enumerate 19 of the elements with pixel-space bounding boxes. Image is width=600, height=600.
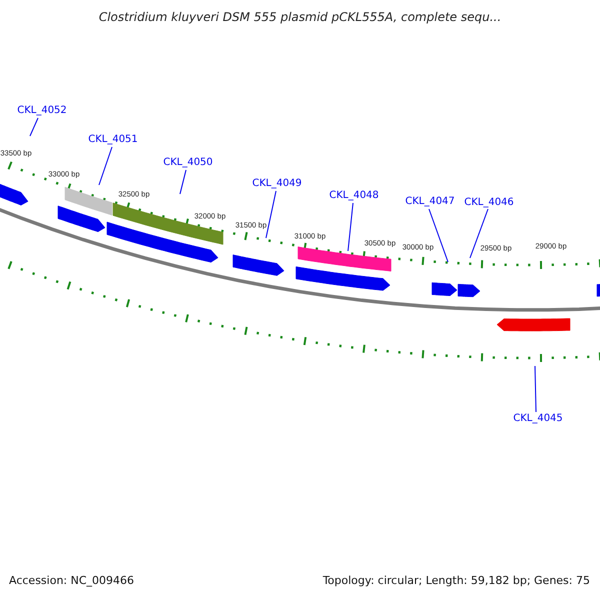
accession-text: Accession: NC_009466 [9, 575, 134, 586]
gene-label: CKL_4049 [252, 179, 302, 189]
leader-line [30, 118, 38, 136]
gene-label: CKL_4051 [88, 135, 138, 145]
gene-label: CKL_4048 [329, 191, 379, 201]
map-title: Clostridium kluyveri DSM 555 plasmid pCKL555A, complete sequ... [98, 11, 502, 23]
leader-line [428, 208, 448, 262]
summary-text: Topology: circular; Length: 59,182 bp; Genes: 75 [322, 575, 590, 586]
leader-line [180, 170, 186, 194]
leader-line [470, 208, 488, 258]
gene-label: CKL_4050 [163, 158, 213, 168]
gene-label: CKL_4045 [513, 414, 563, 424]
leader-line [534, 366, 536, 412]
gene-label: CKL_4052 [17, 106, 67, 116]
gene-label: CKL_4046 [464, 198, 514, 208]
leader-line [98, 146, 112, 186]
leader-line [266, 190, 276, 238]
gene-label: CKL_4047 [405, 197, 455, 207]
leader-line [348, 202, 354, 252]
